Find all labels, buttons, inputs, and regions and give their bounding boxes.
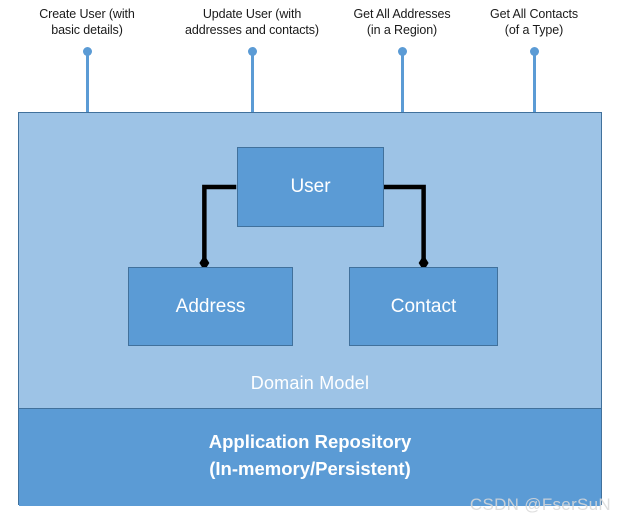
callout-dot-update-user: [248, 47, 257, 56]
domain-model-band: User Address Contact Domain Model: [19, 113, 601, 408]
architecture-panel: User Address Contact Domain Model Applic…: [18, 112, 602, 506]
entity-label-contact: Contact: [390, 295, 457, 317]
callout-stem-get-all-contacts: [533, 52, 536, 114]
entity-box-address[interactable]: Address: [128, 267, 293, 346]
application-repository-caption: Application Repository (In-memory/Persis…: [208, 430, 412, 479]
application-repository-band: Application Repository (In-memory/Persis…: [19, 408, 601, 506]
connector-user-address: [202, 184, 237, 263]
entity-box-user[interactable]: User: [237, 147, 384, 227]
watermark-text: CSDN @FserSuN: [469, 495, 611, 514]
callout-label-update-user: Update User (with addresses and contacts…: [185, 7, 319, 37]
callout-label-get-all-addresses: Get All Addresses (in a Region): [353, 7, 451, 37]
domain-model-caption: Domain Model: [250, 373, 370, 393]
callout-dot-get-all-contacts: [530, 47, 539, 56]
connector-user-contact: [382, 184, 426, 263]
callout-stem-update-user: [251, 52, 254, 114]
entity-box-contact[interactable]: Contact: [349, 267, 498, 346]
callout-stem-create-user: [86, 52, 89, 114]
callout-dot-get-all-addresses: [398, 47, 407, 56]
entity-label-user: User: [290, 176, 331, 197]
callout-label-get-all-contacts: Get All Contacts (of a Type): [489, 7, 579, 37]
callout-label-create-user: Create User (with basic details): [39, 7, 135, 37]
callout-dot-create-user: [83, 47, 92, 56]
entity-label-address: Address: [175, 295, 246, 317]
callout-stem-get-all-addresses: [401, 52, 404, 114]
